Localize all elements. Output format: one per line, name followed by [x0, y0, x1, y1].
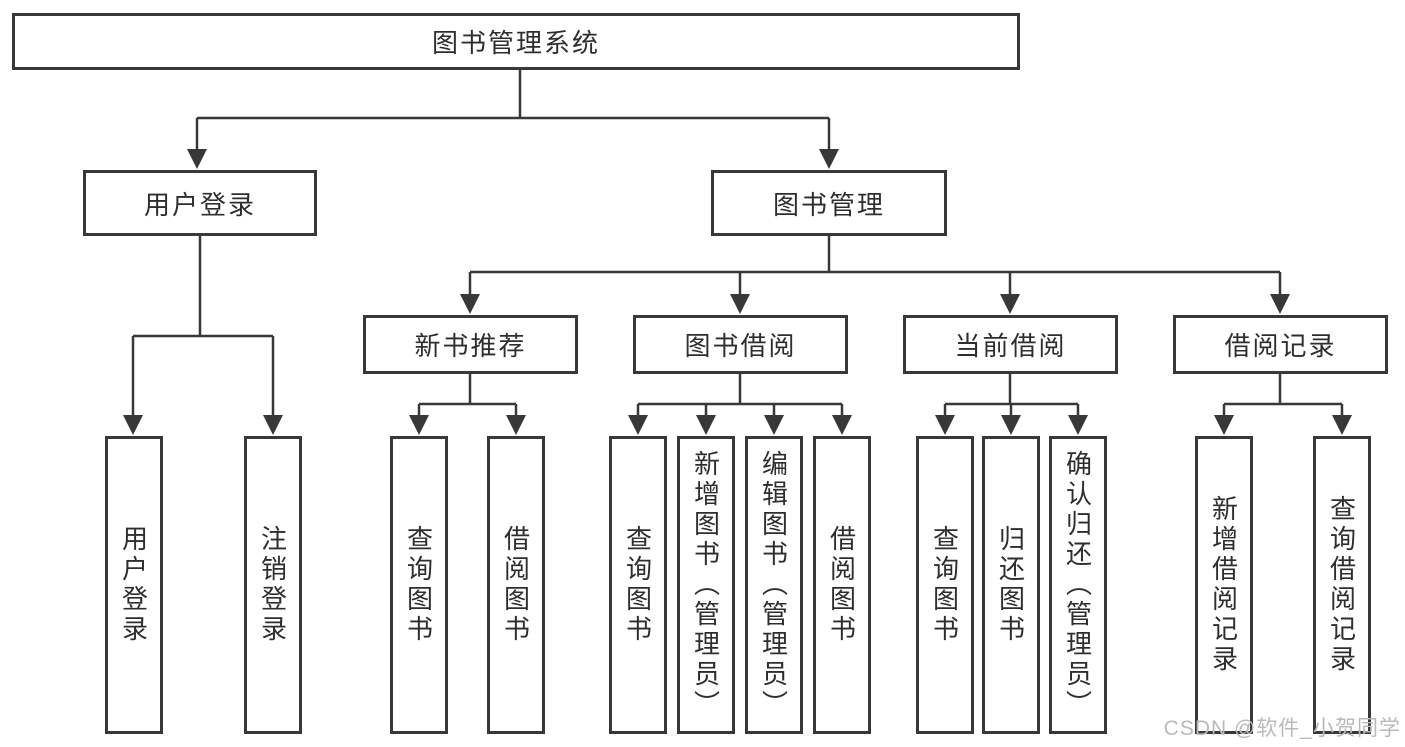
node-edit-book-admin: 编辑图书（管理员）: [745, 436, 803, 734]
rail-book-mgmt-to-level3: [470, 236, 1280, 274]
node-query-books-2: 查询图书: [609, 436, 667, 734]
node-query-borrow-record: 查询借阅记录: [1313, 436, 1371, 734]
rail-book-borrow-children: [638, 374, 842, 406]
node-book-borrowing: 图书借阅: [633, 315, 848, 374]
node-user-login-action: 用户登录: [105, 436, 163, 734]
rail-current-borrow-children: [945, 374, 1078, 406]
node-current-borrowing: 当前借阅: [903, 315, 1118, 374]
node-book-management: 图书管理: [711, 170, 947, 236]
node-query-books-1: 查询图书: [390, 436, 448, 734]
node-query-books-3: 查询图书: [916, 436, 974, 734]
rail-borrow-record-children: [1224, 374, 1342, 406]
node-borrow-books-1: 借阅图书: [487, 436, 545, 734]
rail-user-login-children: [133, 236, 273, 338]
node-return-book: 归还图书: [982, 436, 1040, 734]
node-add-book-admin: 新增图书（管理员）: [677, 436, 735, 734]
csdn-watermark: CSDN @软件_小贺同学: [1163, 717, 1401, 740]
node-borrowing-records: 借阅记录: [1173, 315, 1388, 374]
rail-root-to-level2: [197, 70, 829, 120]
node-confirm-return-admin: 确认归还（管理员）: [1049, 436, 1107, 734]
node-add-borrow-record: 新增借阅记录: [1195, 436, 1253, 734]
node-logout-action: 注销登录: [244, 436, 302, 734]
node-library-management-system: 图书管理系统: [12, 13, 1020, 70]
rail-new-book-children: [419, 374, 516, 406]
node-borrow-books-2: 借阅图书: [813, 436, 871, 734]
node-new-book-recommend: 新书推荐: [363, 315, 578, 374]
node-user-login: 用户登录: [83, 170, 317, 236]
